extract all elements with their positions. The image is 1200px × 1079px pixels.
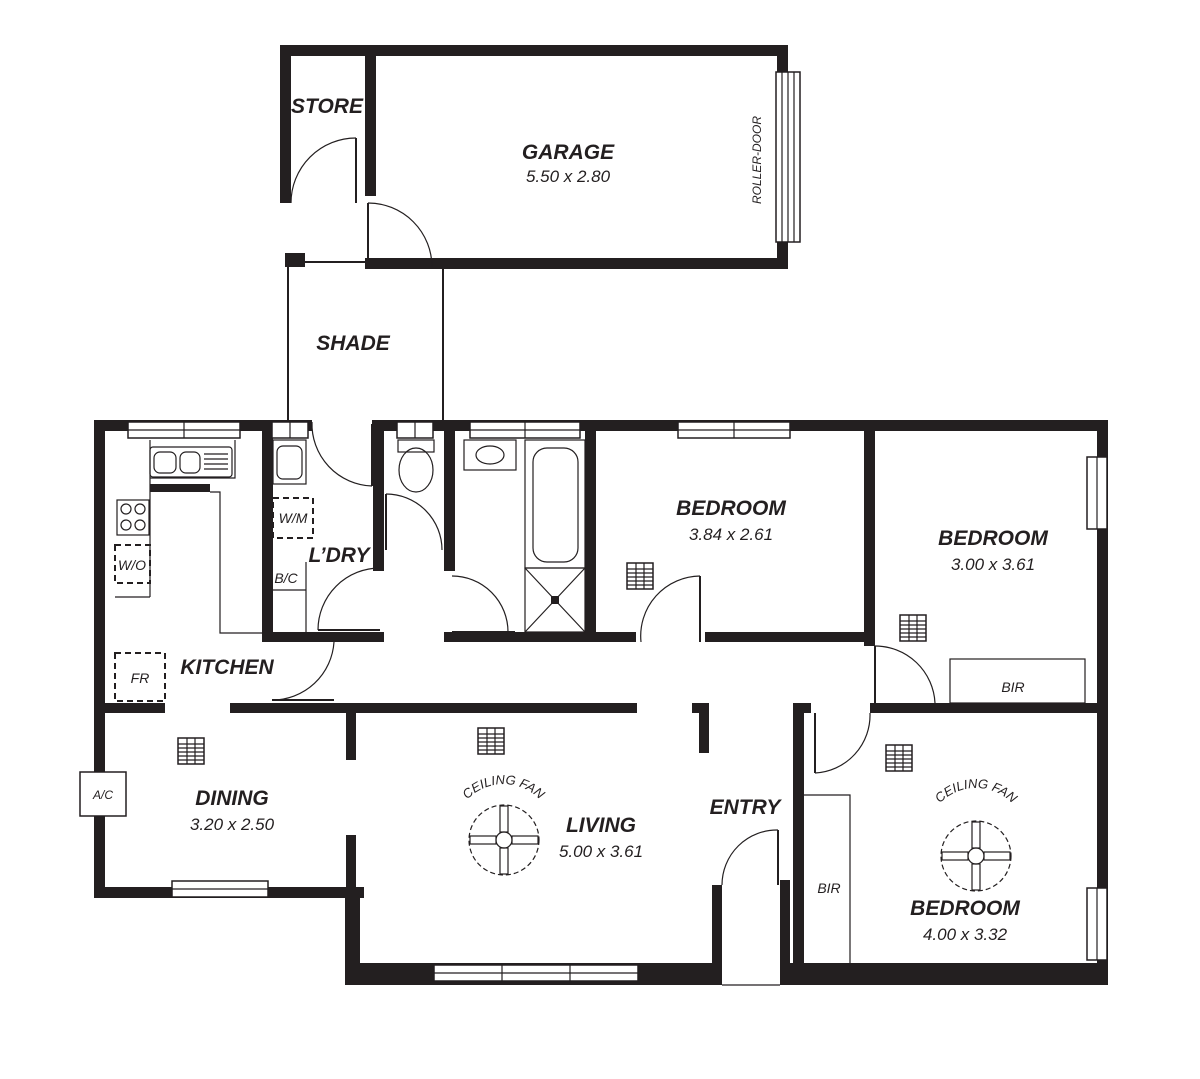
garage-label: GARAGE: [522, 141, 615, 164]
fridge-label: FR: [131, 670, 150, 686]
roller-door-label: ROLLER-DOOR: [750, 116, 764, 204]
living-label: LIVING: [566, 814, 636, 837]
laundry-fixtures: [272, 439, 314, 632]
bedroom-3-size: 4.00 x 3.32: [923, 925, 1008, 944]
ceiling-fan-label: CEILING FAN: [932, 776, 1021, 806]
bedroom-1-size: 3.84 x 2.61: [689, 525, 773, 544]
ceiling-fan-living: CEILING FAN: [459, 772, 548, 876]
washing-machine-label: W/M: [279, 510, 308, 526]
laundry-internal-door: [317, 567, 381, 631]
roller-door: [775, 71, 801, 243]
laundry-window: [271, 421, 309, 439]
store-door: [290, 137, 357, 204]
toilet-door: [385, 493, 443, 551]
built-in-robes: [804, 658, 1086, 963]
bedroom-3-label: BEDROOM: [910, 897, 1020, 920]
shade-label: SHADE: [316, 332, 391, 355]
ceiling-fan-bedroom: CEILING FAN: [932, 776, 1021, 892]
kitchen-sink: [149, 446, 233, 478]
bir-label-bedroom-3: BIR: [817, 880, 840, 896]
bir-label-bedroom-2: BIR: [1001, 679, 1024, 695]
wall-oven-label: W/O: [118, 557, 146, 573]
kitchen-window: [127, 421, 241, 439]
washing-machine: [272, 497, 314, 539]
fridge: [114, 652, 166, 702]
kitchen-fixtures: [114, 440, 262, 702]
bedroom-2-size: 3.00 x 3.61: [951, 555, 1035, 574]
dining-window: [171, 880, 269, 898]
shower: [524, 567, 586, 633]
bedroom-3-door: [814, 712, 871, 774]
entry-door: [721, 829, 779, 886]
ceiling-vents: [177, 562, 927, 772]
broom-cupboard-label: B/C: [274, 570, 298, 586]
bedroom-1-label: BEDROOM: [676, 497, 786, 520]
bathroom-fixtures: [463, 439, 586, 633]
living-size: 5.00 x 3.61: [559, 842, 643, 861]
bath-window: [469, 421, 581, 439]
laundry-external-door: [311, 421, 373, 487]
entry-label: ENTRY: [710, 796, 783, 819]
garage-walls: [280, 45, 788, 269]
bedroom-2-window: [1086, 456, 1108, 530]
store-label: STORE: [291, 95, 364, 118]
kitchen-door: [271, 641, 335, 701]
kitchen-label: KITCHEN: [180, 656, 274, 679]
laundry-label: L’DRY: [308, 544, 371, 567]
garage-side-door: [367, 202, 433, 268]
bedroom-2-label: BEDROOM: [938, 527, 1048, 550]
windows: [127, 421, 1108, 982]
air-conditioner: [79, 771, 127, 817]
dining-size: 3.20 x 2.50: [190, 815, 275, 834]
bedroom-1-window: [677, 421, 791, 439]
cooktop: [116, 499, 150, 536]
shade-posts: [287, 262, 444, 422]
ceiling-fan-label: CEILING FAN: [459, 772, 548, 802]
bathroom-door: [451, 575, 515, 633]
toilet-window: [396, 421, 434, 439]
bedroom-2-door: [874, 645, 936, 704]
interior-walls: [105, 431, 1108, 973]
dining-label: DINING: [195, 787, 269, 810]
bedroom-1-door: [640, 575, 701, 643]
toilet: [397, 439, 435, 493]
doors: [271, 421, 936, 986]
wall-oven: [114, 544, 151, 584]
bedroom-3-window: [1086, 887, 1108, 961]
garage-size: 5.50 x 2.80: [526, 167, 611, 186]
air-conditioner-label: A/C: [92, 788, 113, 802]
living-window: [433, 964, 639, 982]
